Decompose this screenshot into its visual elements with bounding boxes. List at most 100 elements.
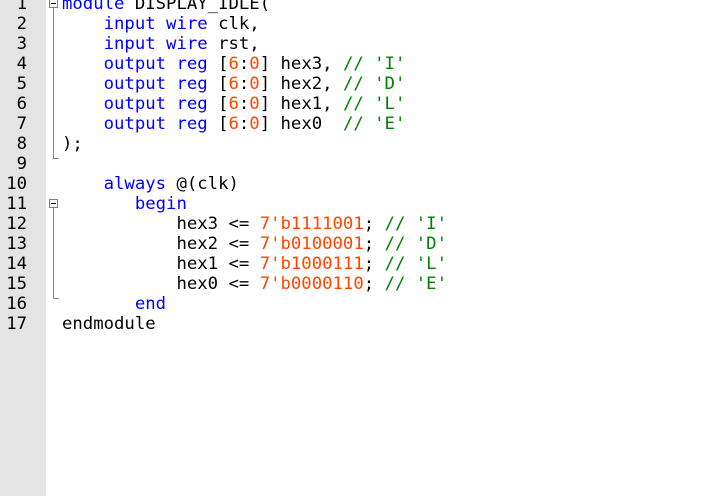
code-text: end (62, 294, 166, 314)
line-number: 16 (6, 294, 27, 314)
code-line[interactable]: 7 output reg [6:0] hex0 // 'E' (0, 114, 703, 134)
keyword-token: input wire (103, 14, 219, 34)
code-line[interactable]: 11 begin (0, 194, 703, 214)
line-number: 9 (16, 154, 27, 174)
code-line[interactable]: 16 end (0, 294, 703, 314)
code-token (62, 294, 135, 314)
number-token: 6 (228, 114, 239, 134)
code-text: output reg [6:0] hex0 // 'E' (62, 114, 406, 134)
line-number: 17 (6, 314, 27, 334)
collapse-icon[interactable] (49, 199, 58, 208)
code-token: : (238, 54, 250, 74)
number-token: 0 (249, 114, 260, 134)
code-token: : (238, 74, 250, 94)
code-token: ] hex0 (259, 114, 343, 134)
code-token: [ (218, 94, 229, 114)
line-number: 12 (6, 214, 27, 234)
keyword-token: end (134, 294, 167, 314)
code-token: DISPLAY_IDLE( (134, 0, 271, 14)
line-number: 11 (6, 194, 27, 214)
code-token: [ (218, 114, 229, 134)
code-token: ] hex2, (259, 74, 343, 94)
keyword-token: output reg (103, 94, 219, 114)
code-text: output reg [6:0] hex3, // 'I' (62, 54, 406, 74)
code-line[interactable]: 17 endmodule (0, 314, 703, 334)
code-text: begin (62, 194, 187, 214)
code-text: ); (62, 134, 83, 154)
code-line[interactable]: 1 module DISPLAY_IDLE( (0, 0, 703, 14)
code-text: output reg [6:0] hex2, // 'D' (62, 74, 406, 94)
keyword-token: output reg (103, 74, 219, 94)
comment-token: // 'E' (384, 274, 447, 294)
fold-end-marker (53, 158, 59, 159)
code-line[interactable]: 3 input wire rst, (0, 34, 703, 54)
code-line[interactable]: 10 always @(clk) (0, 174, 703, 194)
line-number: 8 (16, 134, 27, 154)
code-line[interactable]: 9 (0, 154, 703, 174)
code-line[interactable]: 6 output reg [6:0] hex1, // 'L' (0, 94, 703, 114)
code-token: endmodule (62, 314, 156, 334)
line-number: 2 (16, 14, 27, 34)
code-token (62, 194, 135, 214)
code-token: hex2 <= (62, 234, 260, 254)
code-token: @(clk) (176, 174, 239, 194)
code-line[interactable]: 15 hex0 <= 7'b0000110; // 'E' (0, 274, 703, 294)
code-token: rst, (218, 34, 260, 54)
code-line[interactable]: 14 hex1 <= 7'b1000111; // 'L' (0, 254, 703, 274)
code-token (62, 174, 104, 194)
keyword-token: begin (134, 194, 187, 214)
line-number: 3 (16, 34, 27, 54)
code-text: module DISPLAY_IDLE( (62, 0, 270, 14)
line-number: 1 (16, 0, 27, 14)
keyword-token: module (62, 0, 135, 14)
code-token: ] hex3, (259, 54, 343, 74)
number-token: 6 (228, 94, 239, 114)
code-line[interactable]: 12 hex3 <= 7'b1111001; // 'I' (0, 214, 703, 234)
code-line[interactable]: 5 output reg [6:0] hex2, // 'D' (0, 74, 703, 94)
number-token: 7'b0100001 (259, 234, 364, 254)
keyword-token: output reg (103, 54, 219, 74)
number-token: 0 (249, 94, 260, 114)
code-text: always @(clk) (62, 174, 239, 194)
code-text: hex0 <= 7'b0000110; // 'E' (62, 274, 447, 294)
code-token: hex3 <= (62, 214, 260, 234)
keyword-token: input wire (103, 34, 219, 54)
code-text: hex2 <= 7'b0100001; // 'D' (62, 234, 447, 254)
code-line[interactable]: 13 hex2 <= 7'b0100001; // 'D' (0, 234, 703, 254)
line-number: 15 (6, 274, 27, 294)
code-line[interactable]: 2 input wire clk, (0, 14, 703, 34)
code-text: endmodule (62, 314, 156, 334)
code-line[interactable]: 8); (0, 134, 703, 154)
code-token (62, 114, 104, 134)
number-token: 0 (249, 54, 260, 74)
code-token (62, 94, 104, 114)
code-text: output reg [6:0] hex1, // 'L' (62, 94, 406, 114)
code-token: ; (363, 234, 385, 254)
comment-token: // 'I' (384, 214, 447, 234)
code-line[interactable]: 4 output reg [6:0] hex3, // 'I' (0, 54, 703, 74)
fold-guide-line (53, 208, 54, 299)
code-token: ); (62, 134, 83, 154)
line-number-gutter (0, 0, 46, 496)
line-number: 13 (6, 234, 27, 254)
code-token: ; (363, 254, 385, 274)
line-number: 7 (16, 114, 27, 134)
comment-token: // 'L' (342, 94, 406, 114)
comment-token: // 'E' (342, 114, 406, 134)
code-token: : (238, 94, 250, 114)
code-token (62, 14, 104, 34)
code-token: clk, (218, 14, 260, 34)
collapse-icon[interactable] (49, 0, 58, 8)
code-text: input wire clk, (62, 14, 260, 34)
fold-guide-line (53, 8, 54, 159)
number-token: 7'b0000110 (259, 274, 364, 294)
keyword-token: always (103, 174, 177, 194)
code-text: hex3 <= 7'b1111001; // 'I' (62, 214, 447, 234)
code-token: ; (363, 214, 385, 234)
code-token (62, 34, 104, 54)
line-number: 10 (6, 174, 27, 194)
line-number: 4 (16, 54, 27, 74)
number-token: 6 (228, 54, 239, 74)
code-token: : (238, 114, 250, 134)
